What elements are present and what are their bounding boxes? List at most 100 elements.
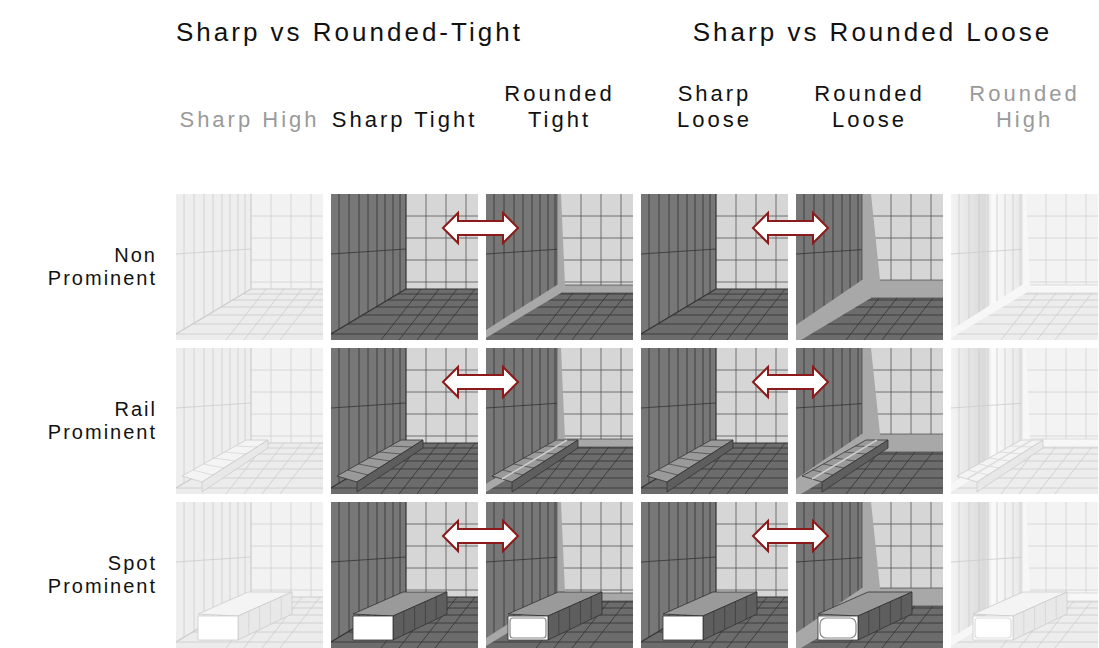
mesh-line <box>1055 289 1095 340</box>
render-cell <box>951 502 1098 648</box>
mesh-line <box>959 348 960 483</box>
render-cell <box>486 502 633 648</box>
mesh-line <box>1026 590 1098 591</box>
surface <box>251 194 323 289</box>
mesh-line <box>555 194 556 293</box>
column-header: Sharp High <box>176 107 323 132</box>
render-cell <box>486 348 633 494</box>
mesh-line <box>572 289 612 340</box>
mesh-line <box>641 403 716 408</box>
mesh-line <box>184 502 185 637</box>
mesh-line <box>708 294 788 295</box>
mesh-line <box>406 370 478 371</box>
mesh-line <box>695 348 696 456</box>
mesh-line <box>871 546 943 547</box>
mesh-line <box>243 294 323 295</box>
mesh-line <box>406 568 478 569</box>
mesh-line <box>703 502 704 605</box>
mesh-line <box>833 502 834 620</box>
mesh-line <box>523 502 524 620</box>
mesh-line <box>967 440 1032 479</box>
mesh-line <box>581 502 582 597</box>
surface <box>406 348 478 443</box>
mesh-line <box>710 348 711 447</box>
surface <box>251 502 323 597</box>
mesh-line <box>245 348 246 447</box>
surface <box>1026 194 1098 289</box>
mesh-line <box>251 392 323 393</box>
mesh-line <box>695 194 696 302</box>
mesh-line <box>561 568 633 569</box>
surface <box>703 592 757 640</box>
mesh-line <box>716 436 788 437</box>
mesh-line <box>641 642 788 643</box>
mesh-line <box>804 194 805 329</box>
mesh-line <box>348 324 478 325</box>
mesh-line <box>581 194 582 289</box>
mesh-line <box>580 602 581 625</box>
mesh-line <box>514 194 515 317</box>
mesh-line <box>931 502 932 597</box>
mesh-line <box>951 249 1026 254</box>
surface <box>871 502 943 597</box>
mesh-line <box>1019 289 1059 340</box>
mesh-line <box>871 568 943 569</box>
render-cell <box>176 194 323 340</box>
mesh-line <box>280 289 320 340</box>
mesh-line <box>390 446 412 447</box>
mesh-line <box>436 597 437 619</box>
mesh-line <box>250 348 251 443</box>
mesh-line <box>540 348 541 456</box>
mesh-line <box>348 470 368 475</box>
mesh-line <box>716 288 788 289</box>
mesh-line <box>251 238 323 239</box>
mesh-line <box>540 502 541 610</box>
mesh-line <box>291 348 292 443</box>
mesh-line <box>969 348 970 477</box>
mesh-line <box>399 289 439 340</box>
mesh-line <box>561 392 633 393</box>
mesh-line <box>270 602 271 625</box>
mesh-line <box>406 288 478 289</box>
mesh-line <box>251 568 323 569</box>
mesh-line <box>880 280 943 281</box>
mesh-line <box>222 194 223 306</box>
mesh-line <box>486 557 561 562</box>
surface <box>561 194 633 289</box>
mesh-line <box>871 370 943 371</box>
mesh-line <box>388 300 478 301</box>
mesh-line <box>406 282 478 283</box>
mesh-line <box>621 348 622 443</box>
mesh-line <box>858 348 859 451</box>
mesh-line <box>222 348 223 460</box>
mesh-line <box>700 446 722 447</box>
mesh-line <box>184 348 185 483</box>
mesh-line <box>557 348 558 439</box>
surface <box>357 440 423 492</box>
mesh-line <box>532 348 533 460</box>
mesh-line <box>238 348 239 451</box>
mesh-line <box>486 403 561 408</box>
surface <box>1026 348 1098 443</box>
mesh-line <box>426 194 427 289</box>
mesh-line <box>213 194 214 312</box>
mesh-line <box>1066 348 1067 443</box>
mesh-line <box>911 502 912 597</box>
mesh-line <box>280 443 320 494</box>
surface <box>951 194 1098 338</box>
mesh-line <box>1026 568 1098 569</box>
surface <box>406 502 478 597</box>
mesh-line <box>565 439 633 440</box>
surface <box>973 616 1013 640</box>
mesh-line <box>716 546 788 547</box>
surface <box>238 592 292 640</box>
mesh-line <box>486 642 633 643</box>
mesh-line <box>756 502 757 597</box>
compare-arrow <box>753 367 828 397</box>
mesh-line <box>523 348 524 466</box>
mesh-line <box>494 502 495 637</box>
surface <box>796 502 943 648</box>
column-header: Sharp Tight <box>331 107 478 132</box>
mesh-line <box>1005 194 1006 302</box>
mesh-line <box>176 403 251 408</box>
